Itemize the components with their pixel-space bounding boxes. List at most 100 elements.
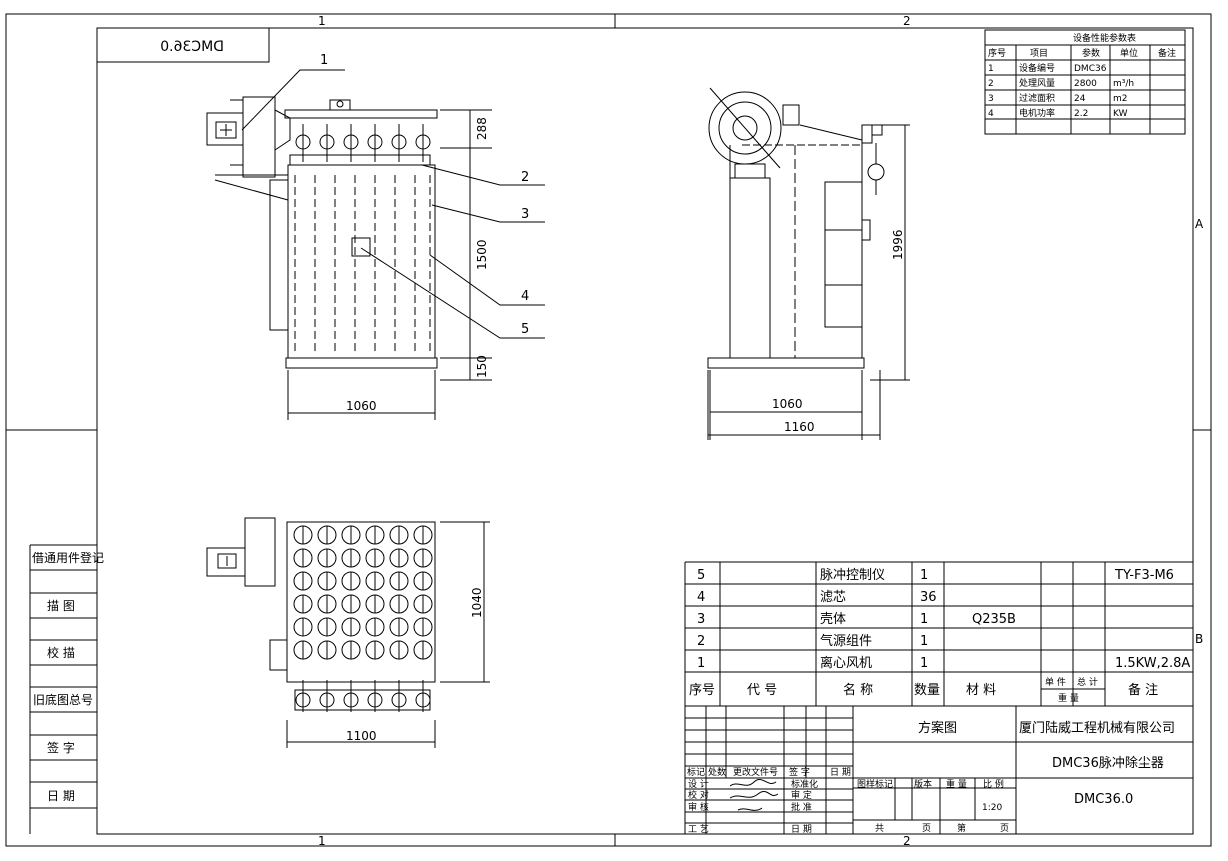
spec-cell-no: 1: [988, 64, 994, 74]
rev-label-file: 更改文件号: [733, 766, 778, 778]
spec-cell-no: 4: [988, 109, 994, 119]
parts-cell-name: 滤芯: [820, 590, 846, 605]
parts-cell-no: 4: [697, 590, 705, 605]
parts-cell-name: 气源组件: [820, 633, 872, 649]
parts-cell-name: 离心风机: [820, 655, 872, 671]
front-dim-width: 1060: [346, 399, 377, 413]
parts-cell-no: 1: [697, 656, 705, 671]
stage-label-marking: 图样标记: [857, 778, 893, 790]
spec-header-param: 参数: [1082, 47, 1100, 59]
left-strip-item-6: 日 期: [47, 789, 75, 803]
sheet-label-page-2: 页: [1000, 823, 1009, 834]
sheet-label-page-1: 页: [922, 823, 931, 834]
spec-header-unit: 单位: [1120, 47, 1138, 59]
front-leader-label-3: 3: [521, 207, 529, 222]
parts-list: [684, 561, 1193, 834]
left-strip-item-4: 旧底图总号: [33, 692, 93, 707]
spec-cell-unit: KW: [1113, 109, 1128, 119]
parts-cell-qty: 1: [920, 568, 928, 583]
spec-header-no: 序号: [988, 47, 1006, 59]
parts-cell-remark: 1.5KW,2.8A: [1115, 656, 1190, 671]
parts-header-remark: 备 注: [1128, 682, 1158, 698]
front-dim-top: 288: [475, 117, 489, 140]
plan-view: [206, 517, 490, 748]
parts-cell-qty: 1: [920, 634, 928, 649]
left-strip-item-1: 借通用件登记: [32, 550, 104, 565]
title-scale: 1:20: [982, 803, 1002, 813]
plan-dim-depth: 1040: [470, 587, 484, 618]
rev-label-date: 日 期: [830, 767, 851, 778]
parts-cell-no: 3: [697, 612, 705, 627]
spec-cell-item: 过滤面积: [1019, 92, 1055, 104]
parts-header-qty: 数量: [914, 683, 940, 698]
stage-label-version: 版本: [914, 778, 932, 790]
spec-cell-item: 处理风量: [1019, 77, 1055, 89]
spec-cell-unit: m³/h: [1113, 79, 1134, 89]
front-leader-label-4: 4: [521, 289, 529, 304]
approval-label-date: 日 期: [791, 824, 812, 835]
side-dim-height: 1996: [891, 229, 905, 260]
front-view: [206, 69, 545, 420]
spec-cell-param: 2.2: [1074, 109, 1088, 119]
parts-header-unit-weight: 单 件: [1045, 676, 1066, 688]
stage-label-weight: 重 量: [946, 778, 967, 790]
parts-cell-no: 5: [697, 568, 705, 583]
spec-cell-no: 3: [988, 94, 994, 104]
rev-label-count: 处数: [708, 766, 726, 778]
people-label-design: 设 计: [688, 778, 709, 790]
sheet-label-total: 共: [875, 823, 884, 834]
rev-label-sign: 签 字: [789, 766, 810, 778]
mirrored-drawing-code: DMC36.0: [160, 39, 224, 55]
zone-marker-bottom-2: 2: [903, 834, 911, 848]
spec-cell-item: 设备编号: [1019, 62, 1055, 74]
parts-header-code: 代 号: [747, 683, 777, 698]
front-leader-label-5: 5: [521, 322, 529, 337]
zone-marker-bottom-1: 1: [318, 834, 326, 848]
left-strip-item-2: 描 图: [47, 599, 75, 613]
zone-marker-right-a: A: [1195, 217, 1204, 231]
people-label-process: 工 艺: [688, 824, 709, 835]
title-company: 厦门陆威工程机械有限公司: [1019, 720, 1175, 736]
left-strip: [29, 544, 97, 834]
left-strip-item-3: 校 描: [47, 645, 75, 660]
parts-cell-no: 2: [697, 634, 705, 649]
zone-marker-top-1: 1: [318, 14, 326, 28]
spec-cell-unit: m2: [1113, 94, 1128, 104]
spec-cell-param: 2800: [1074, 79, 1097, 89]
sheet-label-current: 第: [957, 822, 966, 834]
approval-label-standard: 标准化: [791, 778, 818, 790]
left-strip-item-5: 签 字: [47, 740, 75, 755]
people-label-review: 审 核: [688, 801, 709, 813]
zone-marker-right-b: B: [1195, 632, 1203, 646]
spec-header-remark: 备注: [1158, 47, 1176, 59]
parts-cell-qty: 1: [920, 612, 928, 627]
title-product-name: DMC36脉冲除尘器: [1052, 756, 1164, 771]
rev-label-mark: 标记: [687, 766, 705, 778]
spec-table-title: 设备性能参数表: [1073, 32, 1136, 44]
front-dim-body: 1500: [475, 239, 489, 270]
parts-cell-name: 脉冲控制仪: [820, 568, 885, 583]
front-leader-label-2: 2: [521, 170, 529, 185]
front-dim-bottom: 150: [475, 355, 489, 378]
spec-cell-no: 2: [988, 79, 994, 89]
side-view: [707, 87, 910, 440]
title-block: [685, 706, 1193, 835]
parts-header-no: 序号: [689, 683, 715, 698]
plan-dim-width: 1100: [346, 729, 377, 743]
spec-cell-param: 24: [1074, 94, 1086, 104]
front-leader-label-1: 1: [320, 53, 328, 68]
parts-header-weight: 重 量: [1058, 692, 1079, 704]
parts-header-material: 材 料: [966, 683, 996, 698]
stage-label-scale: 比 例: [983, 778, 1004, 790]
parts-header-name: 名 称: [843, 682, 873, 698]
title-plan-label: 方案图: [918, 720, 957, 736]
filter-cartridge-grid: [293, 525, 433, 712]
approval-label-audit: 审 定: [791, 789, 812, 801]
zone-marker-top-2: 2: [903, 14, 911, 28]
side-dim-width-inner: 1060: [772, 397, 803, 411]
side-dim-width-outer: 1160: [784, 420, 815, 434]
spec-header-item: 项目: [1030, 48, 1048, 59]
